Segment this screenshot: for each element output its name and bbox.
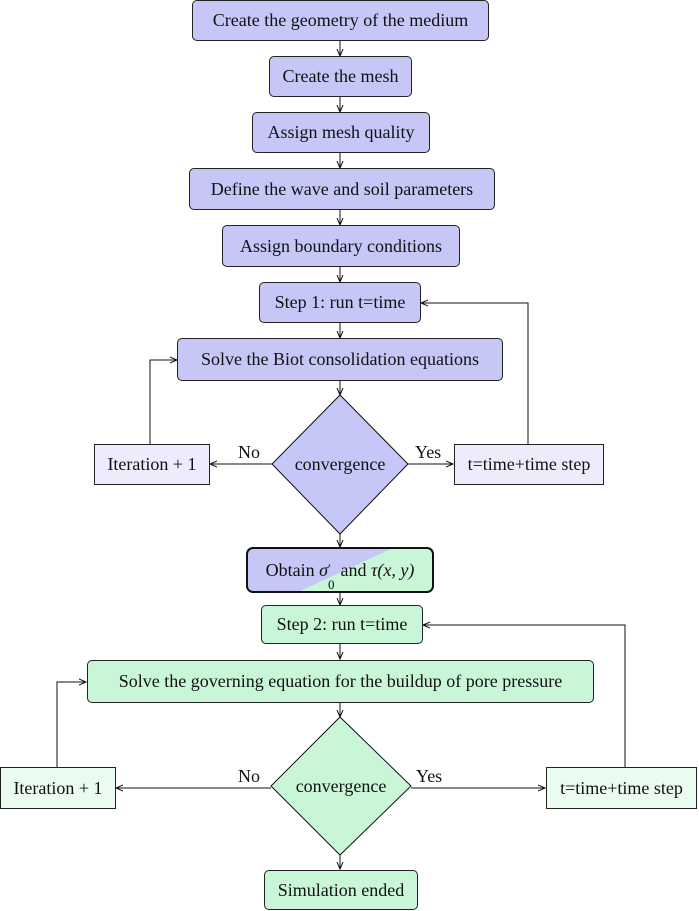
step-solve-governing: Solve the governing equation for the bui… [87, 660, 594, 703]
decision-label-1: convergence [294, 453, 386, 474]
obtain-results-box: Obtain σ′0 and τ(x, y) [246, 547, 434, 593]
yes-label-2: Yes [416, 766, 443, 786]
step-label: t=time+time step [467, 454, 591, 474]
decision-diamond-2 [270, 716, 412, 856]
loop-time2-step2 [423, 625, 626, 767]
step-label: Solve the Biot consolidation equations [201, 349, 479, 369]
decision-label-2: convergence [295, 775, 387, 796]
step-label: Iteration + 1 [107, 454, 197, 474]
yes-label-1: Yes [415, 442, 442, 462]
step-label: Step 2: run t=time [276, 614, 408, 634]
step-label: Iteration + 1 [13, 777, 103, 798]
step-label: Simulation ended [277, 879, 405, 900]
step-label: Create the mesh [282, 66, 399, 86]
no-label-2: No [238, 766, 260, 786]
step-create-mesh: Create the mesh [269, 56, 412, 97]
step-label: Create the geometry of the medium [212, 10, 469, 30]
step-assign-boundary: Assign boundary conditions [222, 225, 460, 267]
obtain-label: Obtain σ′0 and τ(x, y) [265, 559, 415, 592]
no-label-1: No [238, 442, 260, 462]
step-label: t=time+time step [560, 777, 683, 798]
time-step-box-1: t=time+time step [454, 444, 604, 485]
loop-iter2-governing [56, 682, 86, 767]
step-label: Step 1: run t=time [274, 292, 406, 312]
iteration-box-2: Iteration + 1 [0, 767, 116, 809]
decision-diamond-1 [271, 394, 409, 535]
step-run-1: Step 1: run t=time [259, 282, 421, 323]
loop-iter1-biot [149, 360, 177, 444]
step-label: Assign boundary conditions [240, 235, 442, 256]
step-define-parameters: Define the wave and soil parameters [189, 168, 495, 210]
step-simulation-ended: Simulation ended [264, 870, 418, 910]
step-label: Define the wave and soil parameters [210, 178, 474, 199]
loop-time1-step1 [421, 303, 529, 444]
step-solve-biot: Solve the Biot consolidation equations [177, 338, 503, 381]
step-assign-mesh-quality: Assign mesh quality [252, 112, 430, 153]
time-step-box-2: t=time+time step [546, 767, 697, 809]
iteration-box-1: Iteration + 1 [94, 444, 210, 485]
step-label: Assign mesh quality [267, 122, 415, 142]
step-label: Solve the governing equation for the bui… [118, 671, 563, 691]
step-create-geometry: Create the geometry of the medium [192, 0, 489, 41]
step-run-2: Step 2: run t=time [261, 605, 423, 644]
